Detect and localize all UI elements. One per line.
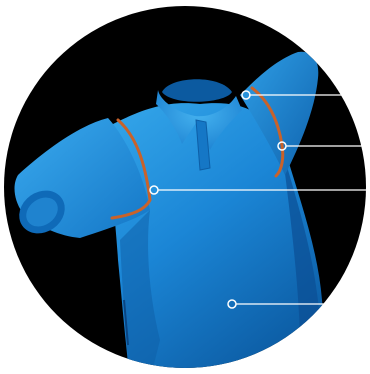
illustration-stage <box>0 0 370 374</box>
polo-shirt-illustration <box>0 0 370 374</box>
